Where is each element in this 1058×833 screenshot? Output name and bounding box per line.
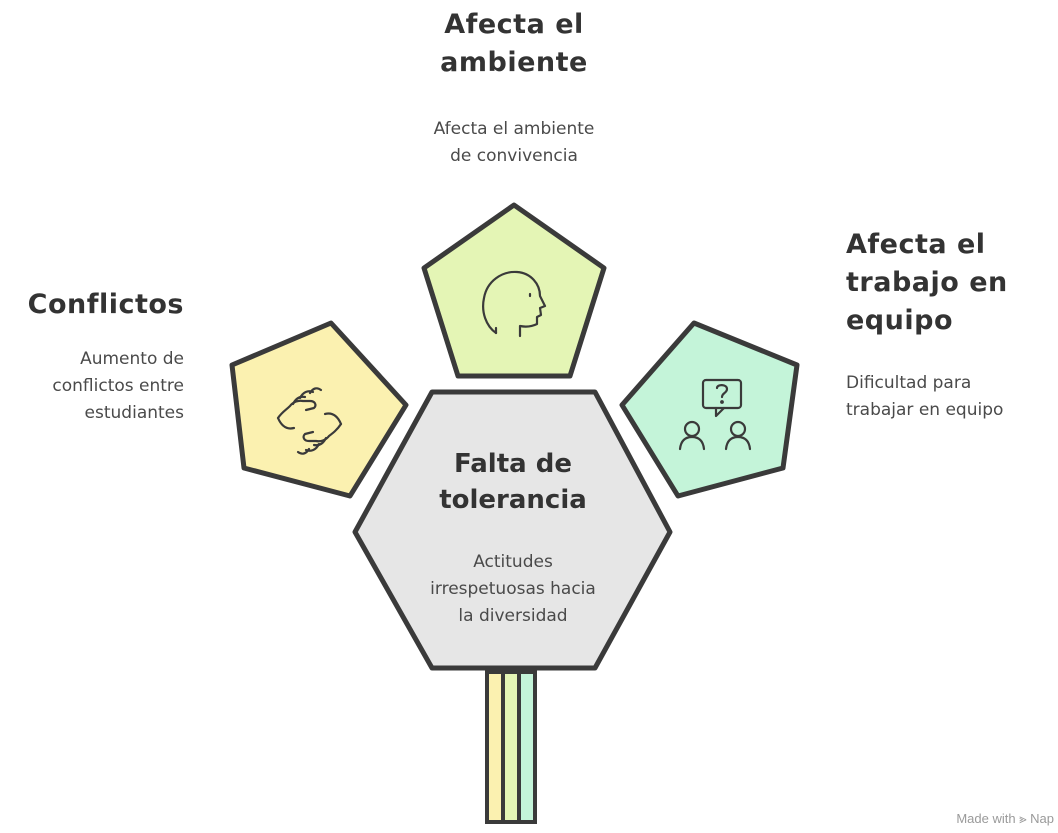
- head-profile-icon: [482, 270, 547, 338]
- right-description: Dificultad para trabajar en equipo: [846, 370, 1056, 424]
- top-pentagon: [421, 202, 607, 379]
- right-title-line1: Afecta el: [846, 229, 986, 260]
- top-desc-line2: de convivencia: [450, 146, 578, 166]
- right-title-line2: trabajo en: [846, 267, 1008, 298]
- left-description: Aumento de conflictos entre estudiantes: [0, 346, 184, 427]
- top-title: Afecta el ambiente: [394, 6, 634, 82]
- stem-strip-right: [517, 670, 537, 824]
- left-title: Conflictos: [0, 286, 184, 324]
- center-desc-line3: la diversidad: [458, 606, 568, 626]
- top-description: Afecta el ambiente de convivencia: [374, 116, 654, 170]
- team-question-icon: [678, 378, 752, 451]
- center-title: Falta de tolerancia: [413, 446, 613, 518]
- left-pentagon: [229, 320, 409, 499]
- left-desc-line2: conflictos entre: [52, 376, 184, 396]
- stem-strip-left: [485, 670, 505, 824]
- right-pentagon: [619, 320, 800, 499]
- right-desc-line2: trabajar en equipo: [846, 400, 1004, 420]
- watermark: Made with ⪢ Nap: [956, 811, 1054, 826]
- top-title-line2: ambiente: [440, 47, 588, 78]
- left-desc-line1: Aumento de: [80, 349, 184, 369]
- left-desc-line3: estudiantes: [84, 403, 184, 423]
- center-description: Actitudes irrespetuosas hacia la diversi…: [403, 549, 623, 630]
- right-desc-line1: Dificultad para: [846, 373, 972, 393]
- fist-bump-icon: [276, 387, 343, 455]
- stem: [485, 670, 537, 824]
- right-title-line3: equipo: [846, 305, 953, 336]
- center-title-line1: Falta de: [454, 449, 572, 479]
- center-desc-line1: Actitudes: [473, 552, 553, 572]
- center-title-line2: tolerancia: [439, 485, 587, 515]
- top-desc-line1: Afecta el ambiente: [433, 119, 595, 139]
- right-title: Afecta el trabajo en equipo: [846, 226, 1056, 340]
- center-desc-line2: irrespetuosas hacia: [430, 579, 596, 599]
- center-hexagon: [352, 389, 673, 671]
- left-title-text: Conflictos: [27, 289, 184, 320]
- top-title-line1: Afecta el: [444, 9, 584, 40]
- stem-strip-middle: [501, 670, 521, 824]
